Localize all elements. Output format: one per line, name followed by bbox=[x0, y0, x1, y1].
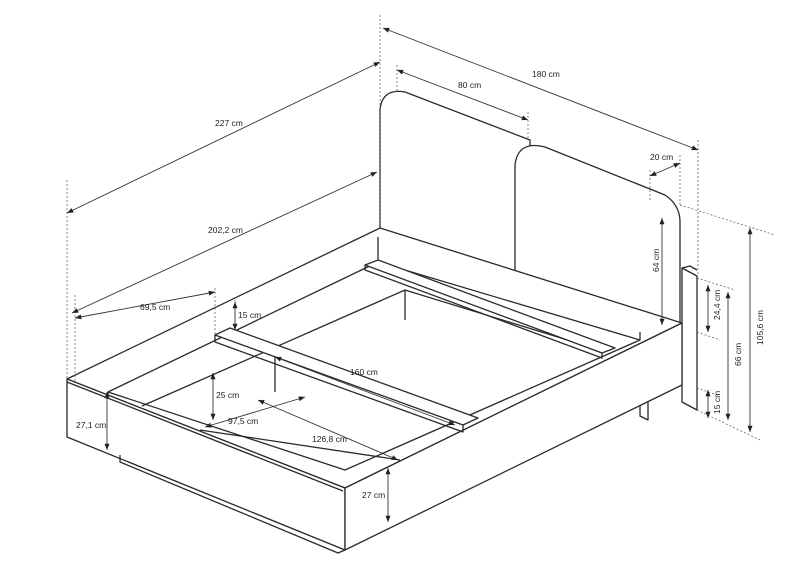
label-slat-height: 15 cm bbox=[238, 310, 261, 320]
dimension-labels: 227 cm 180 cm 80 cm 20 cm 202,2 cm 69,5 … bbox=[76, 69, 765, 500]
label-slat-spacing: 69,5 cm bbox=[140, 302, 170, 312]
label-inner-depth: 25 cm bbox=[216, 390, 239, 400]
label-side-height: 27,1 cm bbox=[76, 420, 106, 430]
label-front-height: 27 cm bbox=[362, 490, 385, 500]
label-floor-clearance: 15 cm bbox=[712, 391, 722, 414]
label-storage-length: 126,8 cm bbox=[312, 434, 347, 444]
label-inner-length: 202,2 cm bbox=[208, 225, 243, 235]
label-total-height: 105,6 cm bbox=[755, 310, 765, 345]
headboard-right-panel bbox=[514, 144, 681, 326]
label-headboard-depth: 20 cm bbox=[650, 152, 673, 162]
label-side-panel-top: 24,4 cm bbox=[712, 290, 722, 320]
label-total-length: 227 cm bbox=[215, 118, 243, 128]
right-face bbox=[344, 322, 683, 551]
dimension-lines bbox=[66, 27, 753, 522]
label-headboard-panel-width: 80 cm bbox=[458, 80, 481, 90]
label-storage-width: 97,5 cm bbox=[228, 416, 258, 426]
label-side-panel-height: 66 cm bbox=[733, 343, 743, 366]
label-total-width: 180 cm bbox=[532, 69, 560, 79]
label-headboard-panel-height: 64 cm bbox=[651, 249, 661, 272]
label-mattress-width: 160 cm bbox=[350, 367, 378, 377]
